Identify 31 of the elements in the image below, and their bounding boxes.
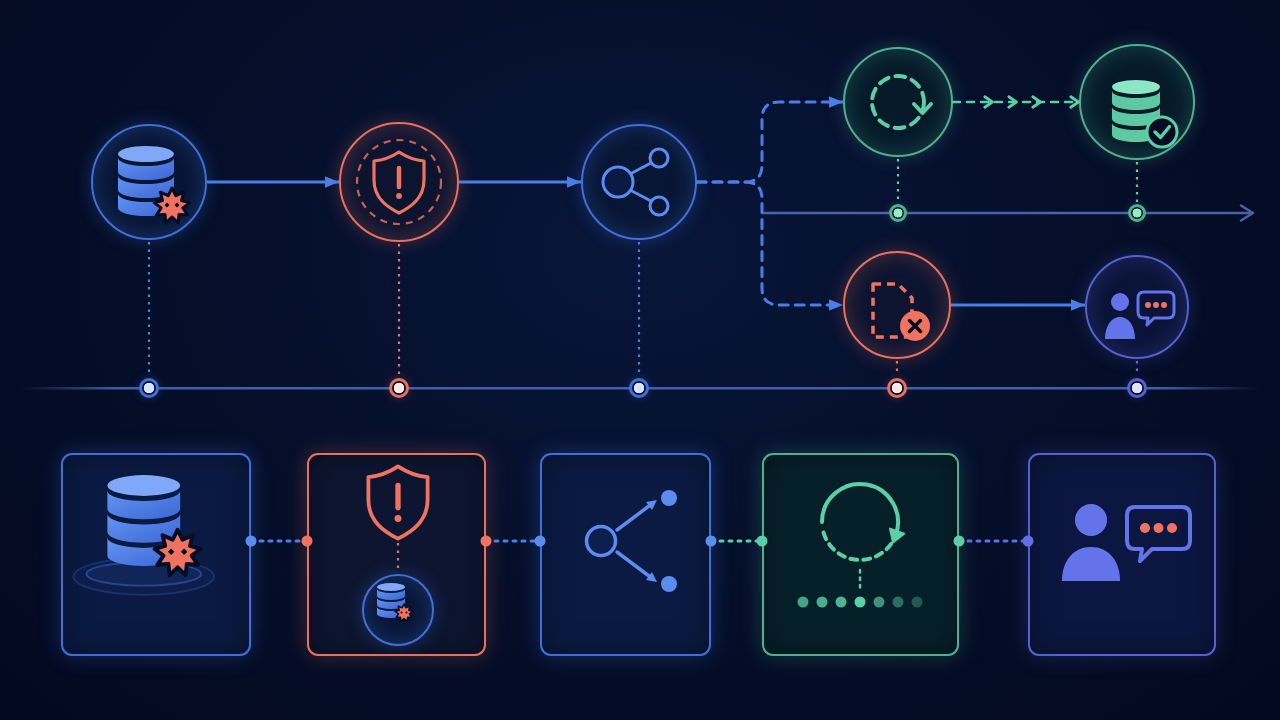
dashed-line [1135,162,1139,202]
dashed-line [397,244,401,376]
step-circle [843,251,951,359]
step-circle [339,122,459,242]
timeline-marker [139,378,159,398]
timeline-marker [889,204,907,222]
dashed-line [896,159,900,202]
step-circle [362,574,434,646]
dashed-connector [245,535,313,547]
timeline-marker [1127,378,1147,398]
timeline-marker [629,378,649,398]
dashed-connector [953,535,1034,547]
arrow [459,176,581,188]
step-circle [581,124,697,240]
timeline-marker [887,378,907,398]
dashed-arrow [695,180,845,311]
stage-card [1028,453,1216,656]
step-circle [91,124,207,240]
dashed-connector [480,535,546,547]
arrow [207,176,339,188]
timeline-marker [1128,204,1146,222]
shield-alert-icon [366,464,430,541]
stage-card [762,453,959,656]
arrow [951,299,1085,311]
stage-card [307,453,486,656]
dashed-arrow [951,95,1081,109]
stage-card [61,453,251,656]
dashed-connector [705,535,768,547]
timeline-marker [389,378,409,398]
stage-card [540,453,711,656]
step-circle [1085,255,1189,359]
